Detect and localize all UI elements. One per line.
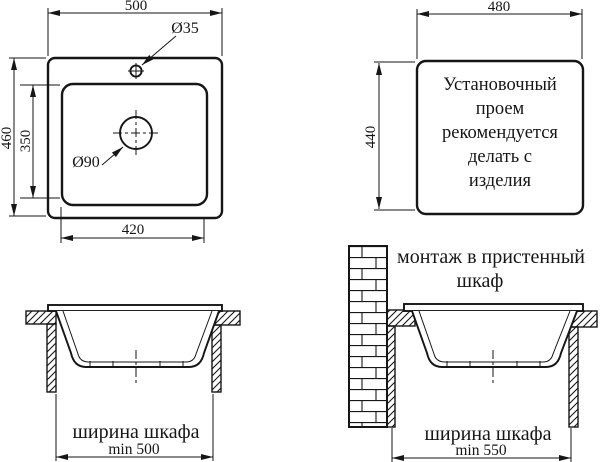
sink-flange: [403, 303, 584, 312]
view-title: монтаж в пристенный шкаф: [397, 246, 585, 292]
countertop-left: [386, 309, 416, 327]
faucet-hole-cross: [128, 63, 144, 79]
title-line: шкаф: [457, 270, 504, 292]
bowl-inner-profile: [418, 310, 571, 363]
title-line: монтаж в пристенный: [397, 246, 585, 268]
bowl-outline: [60, 82, 209, 207]
dimension-value: 350: [18, 130, 34, 153]
dimension-overall-depth: 460: [0, 57, 46, 217]
dimension-cutout-depth: 440: [363, 61, 415, 211]
faucet-hole: [128, 63, 144, 79]
dimension-cabinet-width: ширина шкафа min 500: [55, 394, 214, 461]
faucet-hole-label: Ø35: [171, 20, 199, 37]
dimension-cutout-width: 480: [416, 0, 583, 59]
drain-hole-crosshair: [113, 110, 159, 156]
dimension-overall-width: 500: [47, 0, 223, 56]
cabinet-wall-left: [386, 325, 396, 428]
dimension-value: 480: [488, 0, 511, 15]
wall-cabinet-section-view: монтаж в пристенный шкаф ширина шкафа mi…: [348, 245, 598, 462]
brick-wall: [348, 245, 388, 428]
cabinet-wall-right: [568, 326, 579, 428]
dimension-value: 420: [122, 222, 145, 238]
note-line: Установочный: [443, 75, 557, 95]
bowl-bottom-ticks: [446, 361, 541, 367]
faucet-hole-callout: Ø35: [141, 20, 199, 66]
note-line: рекомендуется: [442, 123, 558, 143]
note-line: проем: [476, 99, 525, 119]
cabinet-width-min: min 550: [455, 442, 506, 459]
drain-hole-callout: Ø90: [72, 146, 124, 171]
dimension-cabinet-width: ширина шкафа min 550: [391, 423, 572, 462]
sink-outline: [46, 56, 224, 220]
cabinet-section-view: ширина шкафа min 500: [25, 304, 241, 461]
sink-top-view: Ø35 Ø90 500 460 35: [0, 0, 224, 243]
dimension-value: 500: [125, 0, 148, 14]
sink-flange: [47, 304, 223, 312]
cutout-outline: [415, 59, 585, 216]
cabinet-width-label: ширина шкафа: [73, 421, 200, 443]
dimension-value: 440: [363, 126, 379, 149]
cabinet-wall-left: [46, 323, 57, 393]
faucet-leader-line: [141, 35, 177, 66]
dimension-bowl-width: 420: [60, 207, 205, 243]
dimension-value: 460: [0, 127, 15, 150]
note-line: изделия: [469, 171, 532, 191]
drain-hole-label: Ø90: [72, 154, 100, 171]
cabinet-wall-right: [211, 324, 222, 393]
bowl-outer-profile: [55, 310, 220, 368]
cabinet-width-min: min 500: [108, 441, 159, 458]
bowl-inner-profile: [62, 310, 213, 363]
note-line: делать с: [468, 147, 532, 167]
cutout-note: Установочный проем рекомендуется делать …: [442, 75, 558, 191]
drain-leader-line: [101, 146, 124, 166]
bowl-bottom-ticks: [89, 361, 184, 367]
drain-hole: [113, 110, 159, 156]
bowl-outer-profile: [411, 310, 578, 368]
cabinet-width-label: ширина шкафа: [425, 423, 552, 445]
countertop-left: [25, 310, 57, 325]
cutout-view: Установочный проем рекомендуется делать …: [363, 0, 585, 216]
dimension-bowl-depth: 350: [18, 84, 60, 199]
